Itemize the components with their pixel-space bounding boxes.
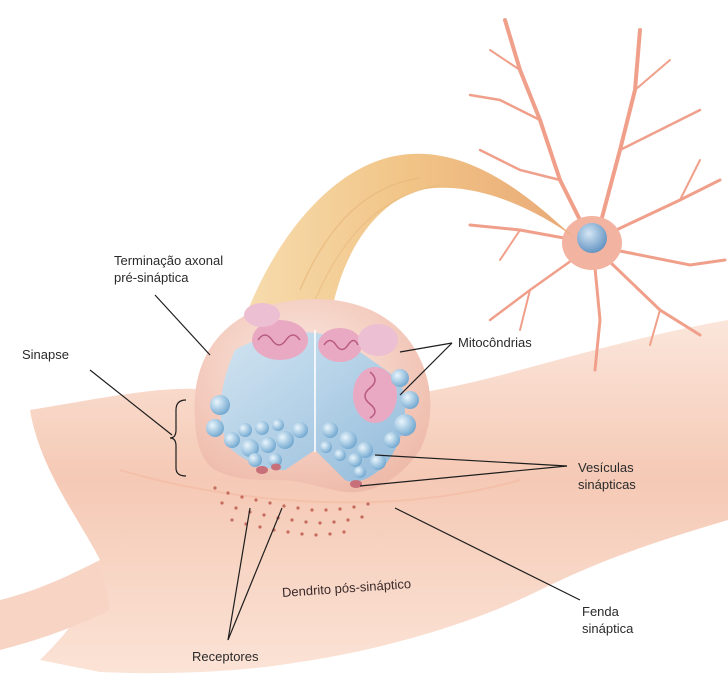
label-synapse-text: Sinapse [22,346,69,363]
label-receptors-text: Receptores [192,648,258,665]
label-mitochondria-text: Mitocôndrias [458,334,532,351]
label-synapse: Sinapse [22,346,69,363]
label-vesicles-line1: Vesículas [578,459,636,476]
neuron-nucleus [577,223,607,253]
label-axon-terminal-line1: Terminação axonal [114,252,223,269]
axon [245,154,575,320]
label-vesicles-line2: sinápticas [578,476,636,493]
label-cleft-line1: Fenda [582,603,633,620]
label-axon-terminal-line2: pré-sináptica [114,269,223,286]
label-mitochondria: Mitocôndrias [458,334,532,351]
label-cleft: Fenda sináptica [582,603,633,637]
label-vesicles: Vesículas sinápticas [578,459,636,493]
label-receptors: Receptores [192,648,258,665]
label-axon-terminal: Terminação axonal pré-sináptica [114,252,223,286]
label-cleft-line2: sináptica [582,620,633,637]
